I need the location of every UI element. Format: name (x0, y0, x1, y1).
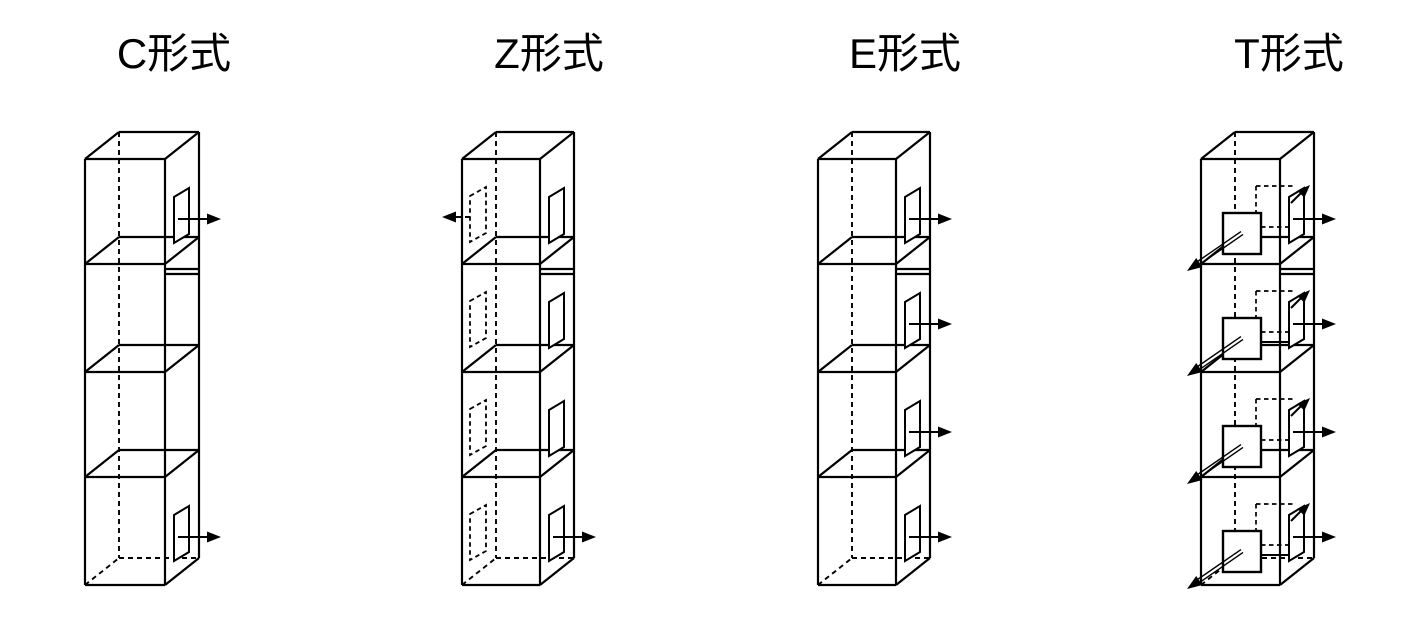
right-exit-arrow (1293, 426, 1336, 438)
unit-2 (904, 291, 952, 350)
left-hidden-window (469, 398, 487, 457)
box-structure (1199, 130, 1316, 587)
right-exit-arrow (909, 318, 952, 330)
column-c-diagram (83, 130, 221, 587)
unit-3 (469, 398, 565, 458)
unit-1 (904, 186, 952, 245)
front-exit-arrow (1187, 335, 1244, 376)
unit-3 (1187, 398, 1336, 484)
front-panel (1221, 424, 1263, 469)
front-exit-arrow (1187, 548, 1244, 589)
right-window (904, 504, 921, 563)
right-window (173, 186, 190, 245)
left-hidden-window (469, 503, 487, 562)
front-exit-arrow (1187, 443, 1244, 484)
front-exit-arrow (1187, 230, 1244, 271)
box-structure (83, 130, 201, 587)
unit-1 (442, 185, 565, 245)
box-structure (816, 130, 932, 587)
left-hidden-window (469, 185, 487, 244)
left-hidden-window (469, 290, 487, 349)
column-e-diagram (816, 130, 952, 587)
right-exit-arrow (1293, 213, 1336, 225)
right-window (904, 186, 921, 245)
right-exit-arrow (178, 531, 221, 543)
unit-4 (469, 503, 596, 563)
unit-1 (173, 186, 221, 245)
right-exit-arrow (909, 531, 952, 543)
front-panel (1221, 316, 1263, 361)
unit-2 (1187, 290, 1336, 376)
column-z-diagram (442, 130, 596, 587)
right-exit-arrow (1293, 531, 1336, 543)
left-exit-arrow (442, 211, 470, 223)
right-window (548, 399, 565, 458)
column-title-c: C形式 (116, 30, 232, 77)
right-window (548, 291, 565, 350)
front-panel (1221, 529, 1263, 574)
column-title-e: E形式 (848, 30, 962, 77)
right-window (904, 291, 921, 350)
box-structure (460, 130, 576, 587)
unit-4 (173, 504, 221, 563)
unit-4 (904, 504, 952, 563)
unit-4 (1187, 503, 1336, 589)
internal-route (1255, 185, 1310, 238)
right-window (904, 399, 921, 458)
unit-1 (1187, 185, 1336, 271)
right-exit-arrow (909, 213, 952, 225)
front-panel (1221, 211, 1263, 256)
right-window (173, 504, 190, 563)
right-exit-arrow (553, 531, 596, 543)
column-title-z: Z形式 (494, 30, 604, 77)
right-exit-arrow (1293, 318, 1336, 330)
right-window (548, 186, 565, 245)
right-exit-arrow (909, 426, 952, 438)
internal-route (1255, 398, 1310, 451)
right-window (548, 504, 565, 563)
internal-route (1255, 290, 1310, 343)
internal-route (1255, 503, 1310, 556)
unit-3 (904, 399, 952, 458)
right-exit-arrow (178, 213, 221, 225)
unit-2 (469, 290, 565, 350)
column-t-diagram (1187, 130, 1336, 589)
column-title-t: T形式 (1234, 30, 1344, 77)
